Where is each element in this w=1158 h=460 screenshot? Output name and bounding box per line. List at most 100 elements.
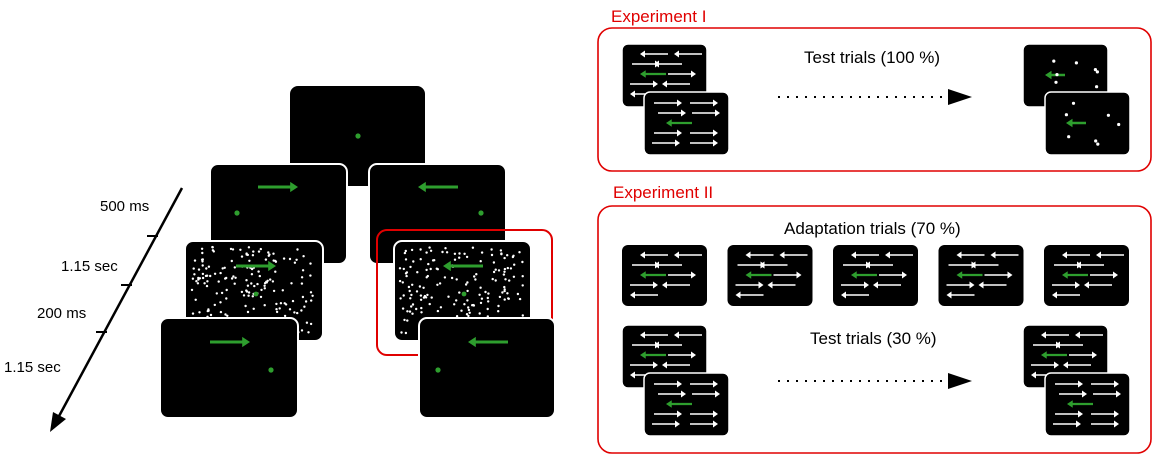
distractor-arrow-icon	[1041, 331, 1069, 339]
distractor-arrow-icon	[658, 390, 686, 398]
motion-arrow-icon	[258, 181, 298, 193]
distractor-arrow-icon	[640, 331, 668, 339]
distractor-arrow-icon	[1091, 410, 1119, 418]
motion-arrow-icon	[666, 400, 692, 408]
distractor-arrow-icon	[654, 261, 682, 269]
distractor-arrow-icon	[956, 251, 985, 259]
motion-arrow-icon	[1041, 351, 1067, 359]
distractor-arrow-icon	[1063, 361, 1091, 369]
sparse-dot-field	[1052, 59, 1099, 89]
distractor-arrow-icon	[1069, 351, 1097, 359]
motion-arrow-icon	[443, 260, 483, 272]
motion-arrow-icon	[640, 271, 666, 279]
distractor-arrow-icon	[692, 109, 720, 117]
motion-arrow-icon	[210, 336, 250, 348]
cue-screen-left	[368, 163, 507, 265]
distractor-arrow-icon	[654, 410, 682, 418]
distractor-arrow-icon	[1062, 251, 1090, 259]
target-dot	[478, 210, 484, 216]
time-axis-arrow	[56, 187, 184, 419]
experiment-2-frame	[597, 205, 1152, 454]
distractor-arrow-icon	[779, 251, 808, 259]
distractor-arrow-icon	[984, 271, 1013, 279]
distractor-arrow-icon	[946, 291, 975, 299]
distractor-arrow-icon	[735, 291, 764, 299]
distractor-arrow-icon	[654, 60, 682, 68]
distractor-arrow-icon	[654, 99, 682, 107]
target-dot	[253, 291, 259, 297]
distractor-arrow-icon	[978, 281, 1007, 289]
distractor-arrow-icon	[970, 261, 999, 269]
distractor-arrow-icon	[1055, 410, 1083, 418]
adaptation-screen	[727, 245, 813, 306]
fixation-dot	[355, 133, 361, 139]
target-dot	[268, 367, 274, 373]
distractor-arrow-icon	[1052, 291, 1080, 299]
time-label: 1.15 sec	[61, 258, 118, 275]
distractor-arrow-icon	[662, 281, 690, 289]
distractor-arrow-icon	[662, 80, 690, 88]
test-screen-stack	[621, 43, 730, 156]
distractor-arrow-icon	[692, 390, 720, 398]
motion-arrow-icon	[851, 271, 877, 279]
target-dot	[435, 367, 441, 373]
distractor-arrow-icon	[690, 410, 718, 418]
distractor-arrow-icon	[654, 380, 682, 388]
distractor-arrow-icon	[773, 271, 802, 279]
distractor-arrow-icon	[654, 341, 682, 349]
distractor-arrow-icon	[851, 251, 879, 259]
distractor-arrow-icon	[630, 291, 658, 299]
distractor-arrow-icon	[1096, 251, 1124, 259]
distractor-arrow-icon	[690, 139, 718, 147]
adaptation-screen	[833, 245, 918, 306]
distractor-arrow-icon	[745, 251, 774, 259]
trial-timeline: 500 ms 1.15 sec 200 ms 1.15 sec	[4, 187, 184, 432]
response-screen-left	[418, 317, 556, 419]
distractor-arrow-icon	[640, 50, 668, 58]
adaptation-screen	[622, 245, 707, 306]
experiment-2-title: Experiment II	[613, 183, 713, 202]
motion-arrow-icon	[745, 271, 772, 279]
motion-arrow-icon	[640, 351, 666, 359]
motion-arrow-icon	[666, 119, 692, 127]
distractor-arrow-icon	[654, 129, 682, 137]
distractor-arrow-icon	[640, 251, 668, 259]
experiment-1-title: Experiment I	[611, 7, 706, 26]
adaptation-trials-label: Adaptation trials (70 %)	[784, 219, 961, 238]
distractor-arrow-icon	[668, 70, 696, 78]
motion-arrow-icon	[418, 181, 458, 193]
experiment-1-frame	[597, 27, 1152, 172]
distractor-arrow-icon	[630, 281, 658, 289]
time-label: 200 ms	[37, 305, 86, 322]
test-screen-stack	[621, 324, 730, 437]
sparse-dot-field	[1064, 101, 1121, 146]
response-screen-right	[159, 317, 299, 419]
distractor-arrow-icon	[841, 291, 869, 299]
target-dot	[461, 291, 467, 297]
target-dot	[234, 210, 240, 216]
adaptation-screen	[1044, 245, 1129, 306]
distractor-arrow-icon	[1076, 261, 1104, 269]
experiment-2-panel: Experiment II Adaptation trials (70 %) T…	[597, 183, 1152, 454]
sequence-arrowhead	[948, 373, 972, 389]
distractor-arrow-icon	[1055, 380, 1083, 388]
motion-arrow-icon	[1067, 400, 1093, 408]
distractor-arrow-icon	[674, 251, 702, 259]
distractor-arrow-icon	[662, 361, 690, 369]
distractor-arrow-icon	[759, 261, 788, 269]
distractor-arrow-icon	[658, 109, 686, 117]
distractor-arrow-icon	[767, 281, 796, 289]
distractor-arrow-icon	[1075, 331, 1103, 339]
motion-arrow-icon	[956, 271, 983, 279]
fixation-screen	[290, 86, 425, 186]
motion-arrow-icon	[236, 260, 276, 272]
time-label: 500 ms	[100, 198, 149, 215]
motion-screen-left	[184, 240, 324, 342]
motion-arrow-icon	[1066, 118, 1086, 128]
distractor-arrow-icon	[990, 251, 1019, 259]
distractor-arrow-icon	[885, 251, 913, 259]
distractor-arrow-icon	[1052, 281, 1080, 289]
distractor-arrow-icon	[873, 281, 901, 289]
distractor-arrow-icon	[1084, 281, 1112, 289]
distractor-arrow-icon	[630, 361, 658, 369]
